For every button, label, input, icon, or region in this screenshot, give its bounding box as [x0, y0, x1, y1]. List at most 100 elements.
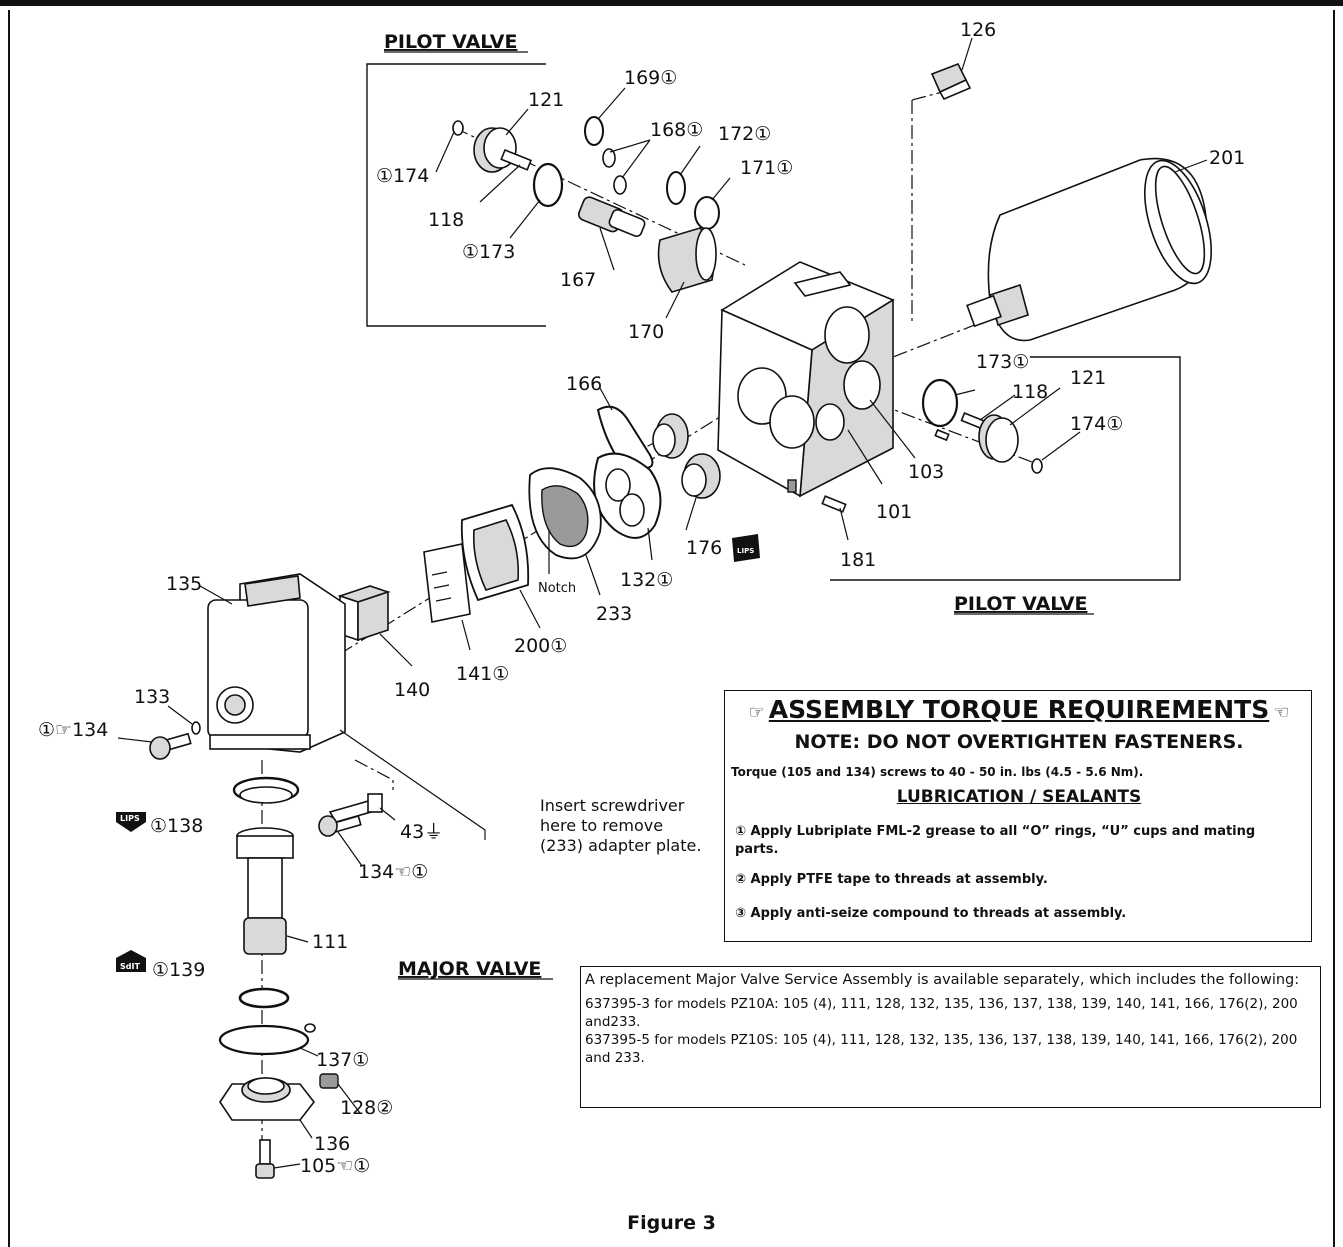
- callout-121-right: 121: [1070, 367, 1106, 389]
- callout-134-right: 134☜①: [358, 861, 428, 883]
- callout-169: 169①: [624, 67, 677, 89]
- figure-caption: Figure 3: [627, 1212, 716, 1234]
- part-167-spool: [577, 196, 646, 238]
- callout-43: 43⏚: [400, 821, 443, 843]
- pilot-valve-top-bracket: [366, 63, 546, 327]
- part-174-washer-right: [1031, 458, 1043, 474]
- screwdriver-note: Insert screwdriver here to remove (233) …: [540, 796, 702, 855]
- lubrication-item-1: ① Apply Lubriplate FML-2 grease to all “…: [735, 824, 1256, 857]
- callout-233: 233: [596, 603, 632, 625]
- callout-141: 141①: [456, 663, 509, 685]
- part-201-muffler: [966, 157, 1212, 342]
- callout-121-top: 121: [528, 89, 564, 111]
- callout-181: 181: [840, 549, 876, 571]
- pilot-valve-header-right: PILOT VALVE: [954, 593, 1087, 615]
- pilot-valve-header-top: PILOT VALVE: [384, 31, 517, 53]
- major-valve-header: MAJOR VALVE: [398, 958, 541, 980]
- callout-notch: Notch: [538, 581, 576, 596]
- callout-136: 136: [314, 1133, 350, 1155]
- part-174-washer-top: [452, 120, 464, 136]
- part-134-screw-right: [318, 815, 362, 837]
- lubrication-item-2: ② Apply PTFE tape to threads at assembly…: [735, 872, 1048, 887]
- page-frame: [8, 10, 1335, 1247]
- top-rule: [0, 0, 1343, 6]
- part-140-block: [337, 585, 391, 642]
- part-173-oring-top: [532, 162, 564, 208]
- callout-170: 170: [628, 321, 664, 343]
- callout-137: 137①: [316, 1049, 369, 1071]
- callout-135: 135: [166, 573, 202, 595]
- callout-174-right: 174①: [1070, 413, 1123, 435]
- lips-badge-icon-176: LIPS: [732, 534, 760, 562]
- callout-168: 168①: [650, 119, 703, 141]
- part-43-ground-bracket: [328, 793, 383, 823]
- part-133-washer: [191, 721, 201, 735]
- part-170-sleeve: [657, 227, 717, 293]
- callout-132: 132①: [620, 569, 673, 591]
- torque-spec: Torque (105 and 134) screws to 40 - 50 i…: [731, 765, 1144, 779]
- callout-173-top: ①173: [462, 241, 515, 263]
- part-141-pad: [423, 543, 471, 623]
- svg-text:SdIT: SdIT: [120, 962, 140, 971]
- callout-103: 103: [908, 461, 944, 483]
- callout-118-right: 118: [1012, 381, 1048, 403]
- callout-134-left: ①☞134: [38, 719, 108, 741]
- service-assembly-line-2: 637395-5 for models PZ10S: 105 (4), 111,…: [585, 1032, 1298, 1066]
- torque-note: NOTE: DO NOT OVERTIGHTEN FASTENERS.: [794, 731, 1244, 753]
- part-168-orings: [602, 148, 627, 195]
- dip-badge-icon-139: SdIT: [116, 950, 146, 972]
- callout-138: ①138: [150, 815, 203, 837]
- part-233-adapter-plate: [528, 467, 602, 560]
- callout-101: 101: [876, 501, 912, 523]
- part-139-cup: [238, 987, 290, 1009]
- callout-126: 126: [960, 19, 996, 41]
- callout-166: 166: [566, 373, 602, 395]
- part-135-valve-body: [207, 573, 346, 753]
- lubrication-item-3: ③ Apply anti-seize compound to threads a…: [735, 906, 1127, 921]
- service-assembly-intro: A replacement Major Valve Service Assemb…: [585, 972, 1300, 988]
- part-166-gasket: [596, 405, 654, 470]
- svg-text:LIPS: LIPS: [120, 814, 140, 823]
- lips-badge-icon-138: LIPS: [116, 812, 146, 832]
- callout-172: 172①: [718, 123, 771, 145]
- callout-111: 111: [312, 931, 348, 953]
- part-126-fitting: [930, 62, 972, 101]
- part-101-main-body: [717, 261, 895, 498]
- part-136-cap: [219, 1077, 316, 1121]
- callout-140: 140: [394, 679, 430, 701]
- part-169-oring: [584, 116, 604, 146]
- callout-173-right: 173①: [976, 351, 1029, 373]
- torque-title: ☞ASSEMBLY TORQUE REQUIREMENTS☜: [748, 695, 1290, 724]
- part-200-diaphragm: [460, 503, 530, 602]
- pointing-hand-right-icon: ☜: [1273, 702, 1290, 723]
- part-173-oring-right: [921, 378, 959, 428]
- lubrication-title: LUBRICATION / SEALANTS: [896, 787, 1142, 807]
- part-171-oring: [694, 196, 720, 230]
- service-assembly-box: A replacement Major Valve Service Assemb…: [580, 966, 1321, 1108]
- part-121-piston-right: [978, 414, 1019, 463]
- callout-133: 133: [134, 686, 170, 708]
- callout-139: ①139: [152, 959, 205, 981]
- callout-171: 171①: [740, 157, 793, 179]
- callout-105: 105☜①: [300, 1155, 370, 1177]
- part-172-oring: [666, 171, 686, 205]
- callout-200: 200①: [514, 635, 567, 657]
- torque-requirements-box: ☞ASSEMBLY TORQUE REQUIREMENTS☜ NOTE: DO …: [724, 690, 1312, 942]
- callout-201: 201: [1209, 147, 1245, 169]
- callout-167: 167: [560, 269, 596, 291]
- pointing-hand-left-icon: ☞: [748, 702, 765, 723]
- part-121-piston-top: [473, 127, 533, 173]
- callout-118-top: 118: [428, 209, 464, 231]
- part-111-spool: [236, 827, 294, 955]
- part-138-cup: [232, 776, 300, 804]
- part-132-gasket: [593, 452, 662, 539]
- part-181-pin: [821, 495, 847, 513]
- pilot-valve-right-bracket: [830, 356, 1181, 581]
- part-134-screw-left: [149, 732, 192, 760]
- part-176-inserts: [652, 413, 721, 499]
- callout-128: 128②: [340, 1097, 393, 1119]
- part-105-screw: [255, 1139, 275, 1179]
- service-assembly-line-1: 637395-3 for models PZ10A: 105 (4), 111,…: [585, 996, 1298, 1030]
- part-137-oring: [218, 1023, 316, 1056]
